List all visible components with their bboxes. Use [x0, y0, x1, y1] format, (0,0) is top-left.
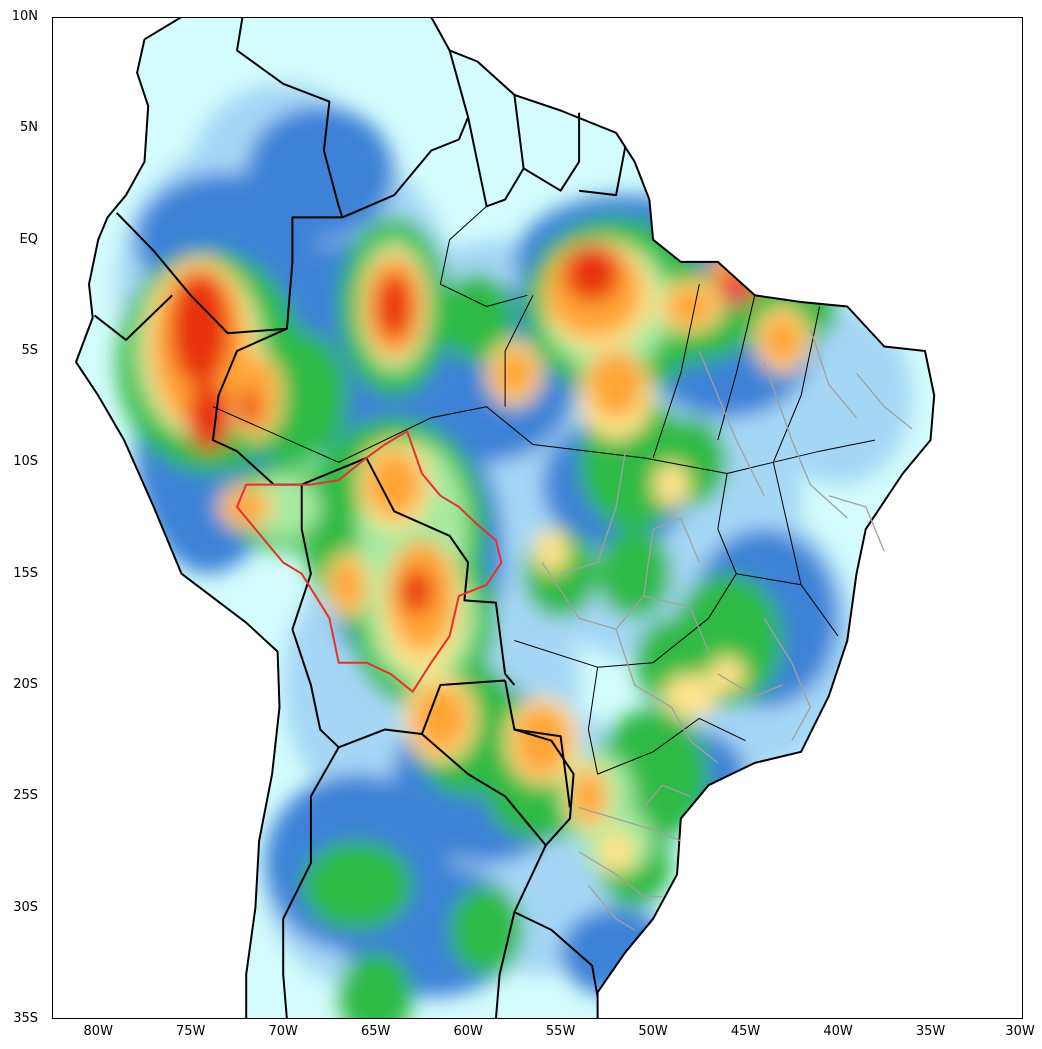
lon-tick-label: 55W — [545, 1024, 576, 1039]
lat-tick-label: 35S — [13, 1011, 38, 1026]
precip-cell-level-8 — [170, 270, 230, 387]
state-border-major — [212, 406, 876, 474]
coastline — [75, 17, 936, 1019]
precip-cell-level-8 — [240, 388, 260, 429]
country-border — [467, 94, 525, 208]
lon-tick-label: 50W — [638, 1024, 668, 1039]
lon-tick-label: 70W — [268, 1024, 298, 1039]
precip-field — [116, 83, 912, 1019]
highlight-region — [236, 430, 503, 693]
state-border-minor — [578, 806, 682, 842]
precip-cell-level-7 — [494, 348, 535, 398]
precip-cell-level-7 — [588, 351, 644, 418]
precip-cell-level-8 — [375, 273, 413, 340]
state-border-minor — [763, 361, 848, 519]
state-border-major — [717, 295, 756, 441]
state-border-minor — [615, 629, 719, 764]
state-border-major — [652, 284, 700, 459]
state-border-major — [504, 295, 534, 407]
lat-tick-label: 25S — [13, 788, 38, 804]
country-border — [494, 911, 516, 1019]
country-border — [282, 746, 340, 1019]
precip-cell-level-9 — [727, 284, 746, 302]
lat-tick-label: 15S — [13, 565, 38, 581]
precip-cell-level-6 — [532, 529, 570, 574]
lat-tick-label: 10N — [11, 9, 38, 24]
precip-cell-level-4 — [301, 840, 413, 930]
lat-tick-label: 5N — [20, 120, 38, 136]
country-borders — [75, 17, 936, 1019]
country-border — [301, 456, 516, 686]
precip-cell-level-7 — [331, 558, 365, 612]
country-border — [211, 327, 312, 630]
precip-cell-level-4 — [597, 529, 672, 619]
state-border-minor — [643, 517, 700, 596]
lat-tick-label: 10S — [13, 454, 38, 470]
state-border-minor — [578, 851, 663, 898]
lon-tick-label: 35W — [915, 1024, 946, 1039]
state-border-minor — [541, 562, 710, 652]
precip-cell-level-4 — [449, 885, 524, 975]
state-border-minor — [856, 372, 913, 430]
precip-cell-level-6 — [597, 829, 635, 875]
map-frame-rect — [52, 17, 1023, 1019]
lon-tick-label: 60W — [453, 1024, 483, 1039]
country-border — [291, 628, 340, 749]
state-borders — [541, 328, 913, 931]
highlight-region-outline — [236, 430, 503, 693]
country-border — [342, 50, 470, 219]
state-border-minor — [643, 784, 691, 808]
precip-cell-level-6 — [653, 462, 691, 507]
precip-cell-level-8 — [564, 244, 620, 302]
country-border — [578, 145, 627, 197]
lat-tick-label: 5S — [21, 343, 38, 358]
precip-cell-level-4 — [440, 273, 515, 363]
country-border — [514, 728, 571, 808]
country-border — [93, 294, 173, 341]
lon-tick-label: 40W — [823, 1024, 853, 1039]
lon-tick-label: 75W — [176, 1024, 206, 1039]
country-border — [523, 112, 581, 192]
state-border-minor — [809, 328, 858, 419]
precip-cell-level-7 — [366, 451, 422, 518]
precip-cell-level-3 — [246, 106, 395, 240]
precipitation-map — [52, 17, 1023, 1019]
lon-tick-label: 30W — [1005, 1024, 1035, 1039]
state-border-minor — [717, 673, 783, 697]
country-border — [513, 844, 599, 997]
lon-tick-label: 80W — [83, 1024, 113, 1039]
precip-cell-level-7 — [571, 769, 606, 823]
state-border-minor — [828, 495, 885, 552]
country-border — [421, 680, 575, 847]
state-border-major — [587, 667, 746, 775]
state-border-minor — [698, 350, 765, 496]
lat-tick-label: 20S — [13, 677, 38, 692]
precip-cell-level-7 — [412, 685, 469, 752]
precip-cell-level-7 — [224, 489, 269, 525]
lon-tick-label: 65W — [360, 1024, 391, 1039]
lat-tick-label: 30S — [13, 899, 38, 915]
lon-tick-label: 45W — [730, 1024, 761, 1039]
map-frame-border — [52, 17, 1023, 1019]
precip-cell-level-6 — [662, 673, 718, 719]
precip-cell-level-7 — [762, 315, 803, 365]
country-border — [115, 212, 343, 335]
state-border-minor — [587, 884, 635, 931]
precip-cell-level-8 — [187, 384, 232, 452]
precip-cell-level-8 — [399, 569, 433, 614]
precip-cell-level-7 — [666, 286, 715, 327]
state-border-minor — [560, 451, 627, 575]
state-border-major — [439, 205, 528, 307]
state-border-minor — [763, 617, 811, 742]
map-canvas — [52, 17, 1023, 1019]
precip-cell-level-7 — [514, 705, 570, 777]
precip-cell-level-6 — [708, 656, 746, 692]
lat-tick-label: EQ — [19, 231, 38, 247]
country-border — [236, 17, 344, 218]
land-shading — [76, 17, 935, 1019]
